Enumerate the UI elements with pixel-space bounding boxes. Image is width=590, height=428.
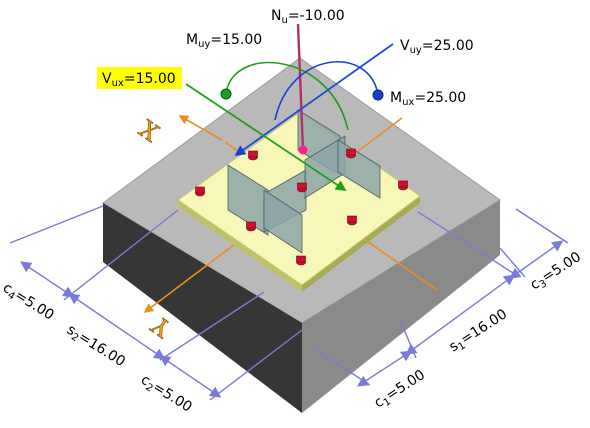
dim-c1	[356, 350, 413, 387]
nu-label: Nu=-10.00	[271, 8, 345, 26]
base-plate-side-right	[302, 196, 420, 292]
dim-s1	[405, 274, 516, 355]
normal-force-point	[298, 145, 308, 155]
anchor-stem	[296, 255, 306, 263]
ext-right-5	[417, 211, 514, 274]
s1-label: s1=16.00	[446, 306, 511, 357]
concrete-left-face	[103, 203, 302, 413]
dim-c2	[159, 355, 222, 398]
column-section	[227, 109, 381, 254]
moment-y-head	[220, 88, 232, 100]
c4-label: c4=5.00	[0, 280, 57, 325]
c3-label: c3=5.00	[527, 249, 585, 295]
anchor-stem	[347, 215, 357, 223]
anchor-stem	[398, 180, 408, 188]
s2-label: s2=16.00	[63, 322, 128, 372]
shear-y-arrow	[234, 43, 394, 157]
moment-x-arc	[274, 61, 379, 121]
ext-left-1	[9, 205, 104, 244]
dimension-lines	[9, 205, 569, 401]
dim-s2	[68, 293, 166, 360]
vuy-label: Vuy=25.00	[400, 38, 474, 56]
y-axis-label: Y	[146, 310, 177, 343]
x-axis-arrow	[178, 115, 223, 141]
flange-back-left	[227, 164, 269, 236]
shear-x-arrow	[185, 83, 347, 191]
x-axis-label: X	[134, 115, 164, 148]
base-plate-side	[178, 200, 302, 292]
moment-y-arc	[225, 61, 349, 131]
dim-c4	[20, 261, 75, 298]
mux-label: Mux=25.00	[390, 90, 466, 108]
load-arrows	[185, 23, 394, 191]
anchor-stem	[297, 182, 307, 190]
moment-x-head	[372, 89, 384, 101]
ext-left-2	[63, 209, 179, 301]
c1-label: c1=5.00	[371, 367, 429, 413]
anchors	[195, 148, 408, 266]
dim-c3	[509, 240, 564, 279]
anchor-stem	[248, 150, 258, 158]
vux-highlight	[97, 67, 182, 89]
concrete-right-face	[302, 200, 500, 413]
ext-left-4	[209, 329, 303, 401]
anchor-stem	[195, 186, 205, 194]
c2-label: c2=5.00	[137, 372, 195, 417]
flange-front	[263, 189, 303, 254]
anchor-stem	[246, 221, 256, 229]
ext-right-4	[515, 208, 569, 244]
normal-force-arrow	[296, 23, 305, 151]
muy-label: Muy=15.00	[186, 32, 262, 50]
vux-label: Vux=15.00	[102, 71, 176, 89]
ext-left-3	[159, 291, 265, 361]
anchor-stem	[346, 148, 356, 156]
